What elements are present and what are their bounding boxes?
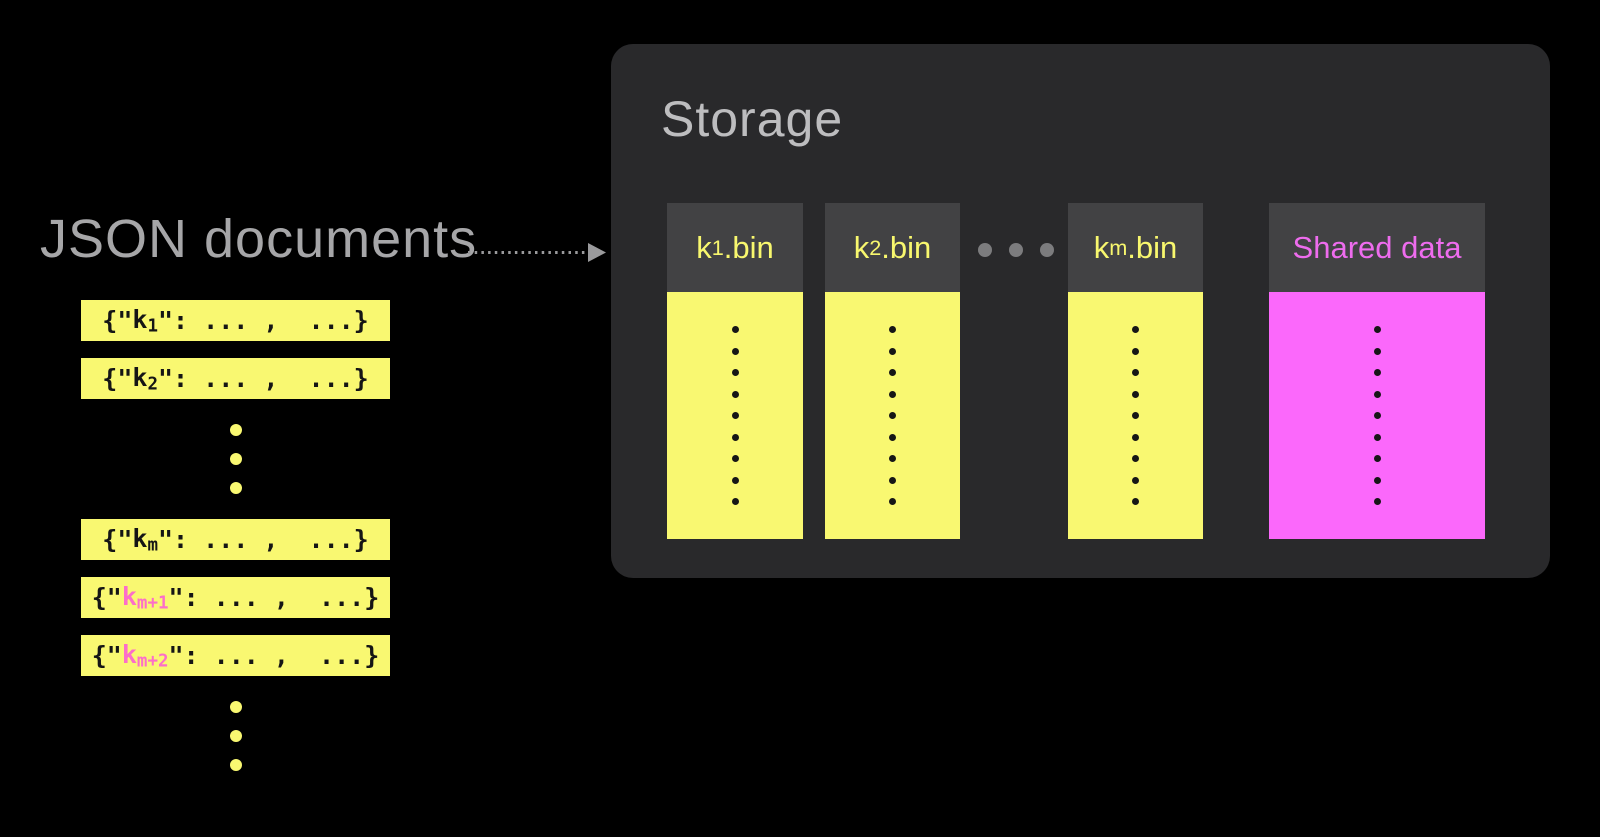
- column-dot: [1373, 476, 1381, 484]
- json-document-bar: {"k1": ... , ...}: [81, 300, 390, 341]
- storage-column-body: [825, 292, 960, 539]
- doc-text-suffix: ": ... , ...}: [168, 641, 380, 670]
- column-dot: [889, 433, 896, 441]
- doc-text-suffix: ": ... , ...}: [158, 525, 369, 554]
- doc-text-prefix: {": [102, 306, 133, 335]
- column-dot: [889, 347, 896, 355]
- column-dot: [1132, 433, 1139, 441]
- column-dot: [731, 433, 739, 441]
- json-document-bar: {"km": ... , ...}: [81, 519, 390, 560]
- column-dot: [889, 455, 896, 462]
- column-dot: [1373, 412, 1381, 419]
- ellipsis-dot: [978, 243, 992, 257]
- doc-key: k1: [132, 304, 158, 337]
- doc-key: km+1: [121, 581, 169, 614]
- doc-text-prefix: {": [102, 364, 133, 393]
- column-dot: [1373, 455, 1381, 462]
- column-dot: [889, 326, 896, 333]
- storage-column: Shared data: [1269, 203, 1485, 539]
- doc-key: km+2: [121, 639, 169, 672]
- column-dot: [1132, 476, 1139, 484]
- horizontal-ellipsis: [978, 243, 1054, 257]
- ellipsis-dot: [229, 424, 242, 436]
- column-dot: [1132, 326, 1139, 333]
- arrow-right-icon: [468, 243, 606, 262]
- column-dot: [1373, 369, 1381, 376]
- vertical-ellipsis: [81, 701, 390, 771]
- column-dot: [1132, 390, 1139, 398]
- doc-text-suffix: ": ... , ...}: [158, 306, 369, 335]
- column-dot: [1373, 433, 1381, 441]
- json-document-bar: {"k2": ... , ...}: [81, 358, 390, 399]
- doc-key: k2: [132, 362, 158, 395]
- storage-column-body: [667, 292, 803, 539]
- column-dot: [889, 369, 896, 376]
- json-document-bar: {"km+1": ... , ...}: [81, 577, 390, 618]
- doc-text-suffix: ": ... , ...}: [168, 583, 380, 612]
- column-dot: [1132, 498, 1139, 505]
- ellipsis-dot: [229, 453, 242, 465]
- column-dot: [1373, 498, 1381, 505]
- column-dot: [731, 369, 739, 376]
- column-dot: [1373, 347, 1381, 355]
- column-dot: [1132, 369, 1139, 376]
- ellipsis-dot: [1009, 243, 1023, 257]
- column-dot: [889, 390, 896, 398]
- doc-key: km: [132, 523, 158, 556]
- column-dot: [731, 326, 739, 333]
- column-dot: [731, 390, 739, 398]
- column-dot: [1132, 412, 1139, 419]
- column-dot: [731, 412, 739, 419]
- json-documents-title: JSON documents: [40, 209, 478, 269]
- json-document-list: {"k1": ... , ...}{"k2": ... , ...}{"km":…: [81, 300, 390, 779]
- column-dot: [889, 498, 896, 505]
- ellipsis-dot: [229, 701, 242, 713]
- doc-text-suffix: ": ... , ...}: [158, 364, 369, 393]
- column-dot: [1373, 326, 1381, 333]
- storage-column-body: [1068, 292, 1203, 539]
- column-dot: [731, 455, 739, 462]
- ellipsis-dot: [229, 759, 242, 771]
- column-dot: [731, 476, 739, 484]
- column-dot: [1373, 390, 1381, 398]
- column-dot: [731, 498, 739, 505]
- doc-text-prefix: {": [102, 525, 133, 554]
- column-dot: [731, 347, 739, 355]
- storage-title: Storage: [661, 91, 844, 147]
- ellipsis-dot: [229, 482, 242, 494]
- doc-text-prefix: {": [91, 641, 122, 670]
- json-document-bar: {"km+2": ... , ...}: [81, 635, 390, 676]
- column-dot: [889, 412, 896, 419]
- column-dot: [1132, 347, 1139, 355]
- column-dot: [1132, 455, 1139, 462]
- ellipsis-dot: [1040, 243, 1054, 257]
- column-dot: [889, 476, 896, 484]
- doc-text-prefix: {": [91, 583, 122, 612]
- vertical-ellipsis: [81, 424, 390, 494]
- storage-column-header: Shared data: [1269, 203, 1485, 292]
- storage-column-body: [1269, 292, 1485, 539]
- ellipsis-dot: [229, 730, 242, 742]
